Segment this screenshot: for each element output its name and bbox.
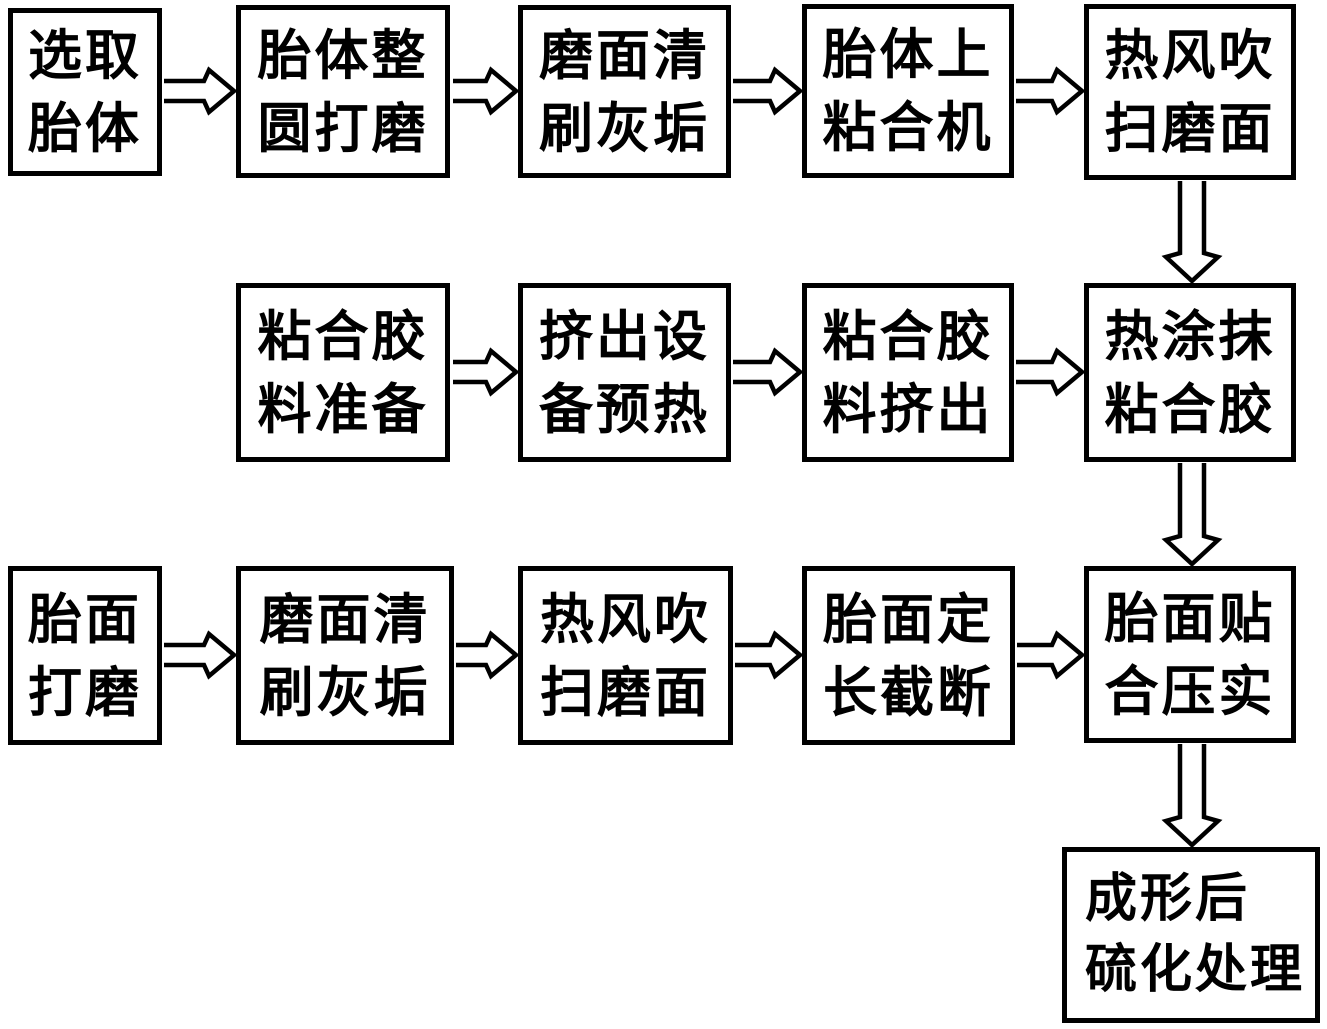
node-carcass-round-grind: 胎体整 圆打磨 [236,5,450,178]
node-tread-brush-dust: 磨面清 刷灰垢 [236,566,454,745]
arrow-glue-prep-to-extruder-preheat [453,347,520,397]
node-extruder-preheat: 挤出设 备预热 [518,283,731,462]
node-label-line: 磨面清 [539,23,710,87]
node-label-line: 圆打磨 [257,96,429,160]
node-label-line: 胎体 [28,97,142,160]
node-hot-apply-bonding-glue: 热涂抹 粘合胶 [1084,283,1296,462]
node-label-line: 胎面贴 [1104,586,1276,650]
node-carcass-hot-air-sweep: 热风吹 扫磨面 [1084,4,1296,180]
arrow-brush-dust-to-bonding-machine [733,66,804,116]
node-label-line: 挤出设 [539,304,710,368]
node-label-line: 热涂抹 [1104,304,1276,368]
arrow-tread-grind-to-brush-dust [164,630,238,680]
node-label-line: 料准备 [257,377,429,441]
arrow-glue-extrude-to-hot-apply [1016,347,1086,397]
node-label-line: 胎体上 [822,23,994,86]
node-label-line: 扫磨面 [1104,97,1276,160]
node-tread-grind: 胎面 打磨 [8,566,162,745]
node-post-forming-vulcanization: 成形后 硫化处理 [1062,847,1320,1023]
node-tread-stick-compact: 胎面贴 合压实 [1084,566,1296,743]
node-tread-hot-air-sweep: 热风吹 扫磨面 [518,566,733,745]
node-carcass-on-bonding-machine: 胎体上 粘合机 [802,4,1014,178]
node-label-line: 硫化处理 [1085,940,1306,1000]
arrow-hot-air-to-cut-length [735,630,804,680]
node-carcass-brush-dust: 磨面清 刷灰垢 [518,5,731,178]
arrow-extruder-preheat-to-glue-extrude [733,347,804,397]
node-label-line: 料挤出 [822,377,994,441]
node-label-line: 合压实 [1104,659,1276,723]
node-bonding-glue-extrude: 粘合胶 料挤出 [802,283,1014,462]
node-label-line: 备预热 [539,377,710,441]
node-label-line: 磨面清 [259,587,431,651]
node-label-line: 选取 [28,24,142,87]
node-label-line: 刷灰垢 [259,660,431,724]
node-bonding-glue-prep: 粘合胶 料准备 [236,283,450,462]
node-label-line: 刷灰垢 [539,96,710,160]
node-label-line: 胎体整 [257,23,429,87]
node-label-line: 粘合胶 [1104,377,1276,441]
arrow-bonding-machine-to-hot-air [1016,66,1086,116]
arrow-select-to-round-grind [164,66,238,116]
node-label-line: 胎面 [28,587,142,651]
node-select-carcass: 选取 胎体 [8,8,162,176]
arrow-brush-dust-to-hot-air-2 [456,630,520,680]
arrow-cut-length-to-stick-compact [1017,630,1086,680]
node-label-line: 热风吹 [540,587,711,651]
node-label-line: 粘合胶 [822,304,994,368]
node-label-line: 胎面定 [823,587,994,651]
node-label-line: 长截断 [823,660,994,724]
node-label-line: 扫磨面 [540,660,711,724]
node-label-line: 粘合机 [822,96,994,159]
node-tread-cut-to-length: 胎面定 长截断 [802,566,1015,745]
node-label-line: 热风吹 [1104,24,1276,87]
arrow-round-grind-to-brush-dust [453,66,520,116]
node-label-line: 打磨 [28,660,142,724]
arrow-stick-compact-down-to-vulcanize [1161,744,1223,849]
node-label-line: 粘合胶 [257,304,429,368]
arrow-hot-apply-down-to-stick-compact [1161,463,1223,568]
node-label-line: 成形后 [1085,869,1251,929]
arrow-hot-air-down-to-hot-apply [1161,181,1223,285]
